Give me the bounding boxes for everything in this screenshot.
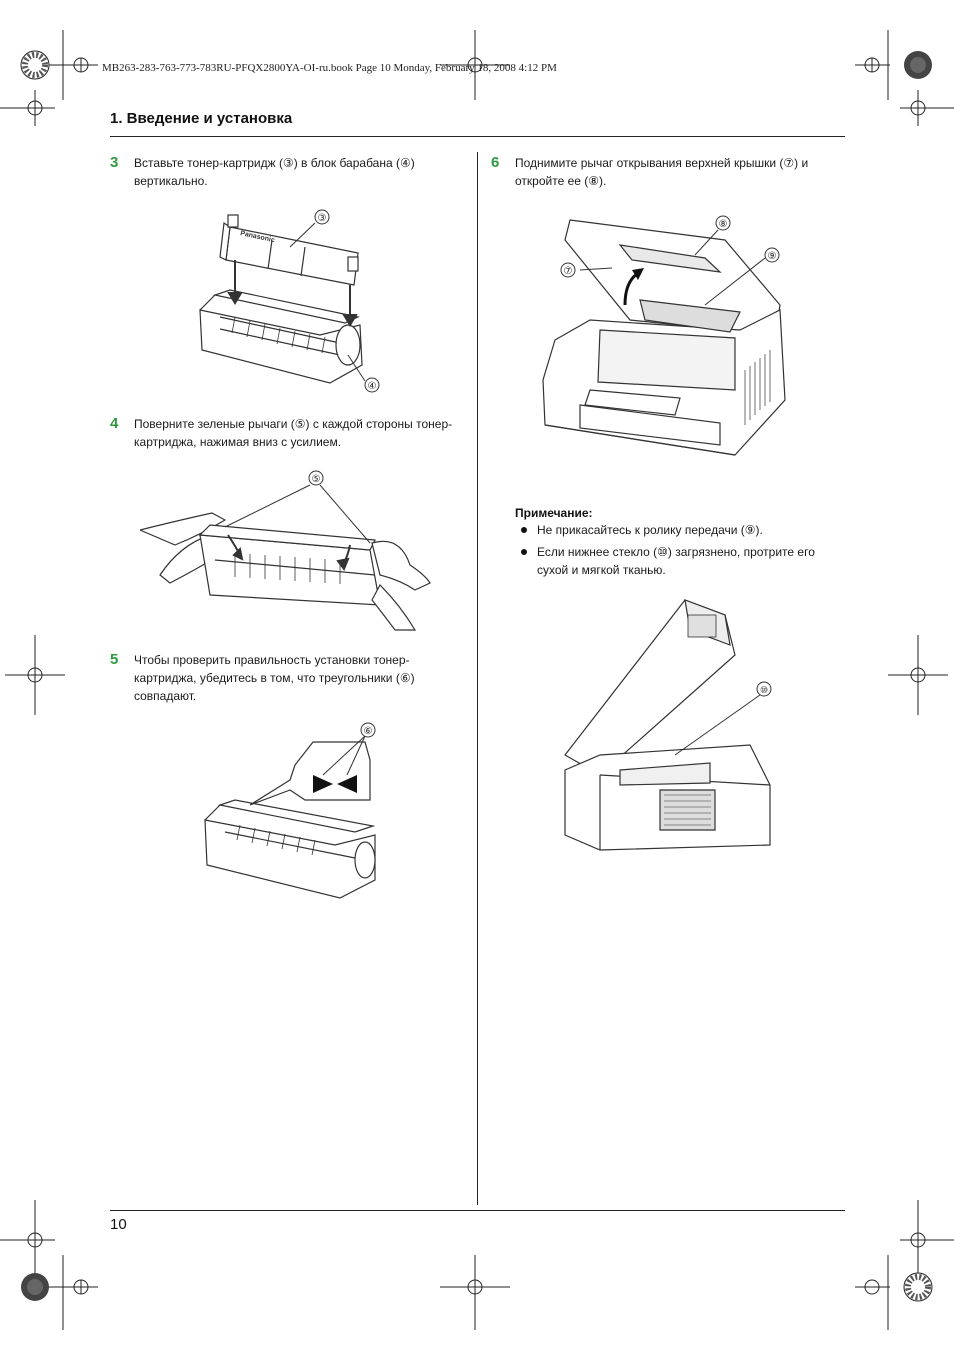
- illustration-green-levers: ⑤: [140, 470, 431, 631]
- color-target-icon: [21, 1273, 49, 1301]
- crosshair-icon: [855, 30, 890, 100]
- section-title: 1. Введение и установка: [110, 110, 293, 127]
- step-line: Поверните зеленые рычаги (⑤) с каждой ст…: [134, 417, 453, 431]
- step-text: Чтобы проверить правильность установки т…: [134, 651, 474, 705]
- step-text: Поверните зеленые рычаги (⑤) с каждой ст…: [134, 415, 479, 451]
- crosshair-icon: [440, 30, 510, 100]
- callout-7: ⑦: [564, 266, 573, 277]
- step-line: картриджа, нажимая вниз с усилием.: [134, 435, 342, 449]
- callout-3: ③: [318, 213, 327, 224]
- step-number: 3: [110, 154, 119, 171]
- callout-9: ⑨: [768, 251, 777, 262]
- step-line: Поднимите рычаг открывания верхней крышк…: [515, 156, 809, 170]
- crosshair-icon: [900, 1200, 954, 1280]
- step-line: откройте ее (⑧).: [515, 174, 607, 188]
- step-line: Чтобы проверить правильность установки т…: [134, 653, 410, 667]
- note-line: сухой и мягкой тканью.: [537, 563, 666, 577]
- step-number: 4: [110, 415, 119, 432]
- book-line: MB263-283-763-773-783RU-PFQX2800YA-OI-ru…: [102, 62, 557, 74]
- footer-rule: [110, 1210, 845, 1211]
- step-line: Вставьте тонер-картридж (③) в блок бараб…: [134, 156, 415, 170]
- color-target-icon: [903, 1272, 933, 1302]
- callout-10: ⑩: [760, 685, 768, 695]
- crosshair-icon: [0, 90, 55, 126]
- step-text: Поднимите рычаг открывания верхней крышк…: [515, 154, 845, 190]
- color-target-icon: [904, 51, 932, 79]
- callout-4: ④: [368, 381, 377, 392]
- crosshair-icon: [5, 635, 65, 715]
- callout-8: ⑧: [719, 219, 728, 230]
- illustration-open-top-cover: ⑦ ⑧ ⑨: [542, 215, 786, 456]
- step-line: вертикально.: [134, 174, 208, 188]
- step-text: Вставьте тонер-картридж (③) в блок бараб…: [134, 154, 474, 190]
- crosshair-icon: [0, 1200, 55, 1280]
- illustration-cartridge-insert: Panasonic ③ ④: [199, 209, 380, 393]
- callout-6: ⑥: [364, 726, 373, 737]
- illustration-lower-glass: ⑩: [564, 599, 772, 851]
- bullet-icon: [521, 549, 527, 555]
- note-line: Не прикасайтесь к ролику передачи (⑨).: [537, 523, 763, 537]
- color-target-icon: [20, 50, 50, 80]
- step-number: 5: [110, 651, 119, 668]
- bullet-icon: [521, 527, 527, 533]
- note-line: Если нижнее стекло (⑩) загрязнено, протр…: [537, 545, 815, 559]
- step-line: совпадают.: [134, 689, 197, 703]
- step-line: картриджа, убедитесь в том, что треуголь…: [134, 671, 415, 685]
- column-divider: [477, 152, 478, 1205]
- callout-5: ⑤: [312, 474, 321, 485]
- illustration-triangles-aligned: ⑥: [204, 722, 376, 899]
- crosshair-icon: [900, 90, 954, 126]
- step-number: 6: [491, 154, 500, 171]
- note-item: Если нижнее стекло (⑩) загрязнено, протр…: [515, 543, 867, 579]
- header-rule: [110, 136, 845, 137]
- note-title: Примечание:: [515, 506, 593, 520]
- page-number: 10: [110, 1216, 127, 1233]
- crosshair-icon: [45, 1255, 98, 1330]
- crosshair-icon: [888, 635, 948, 715]
- crosshair-icon: [855, 1255, 890, 1330]
- note-item: Не прикасайтесь к ролику передачи (⑨).: [515, 521, 867, 539]
- crosshair-icon: [440, 1255, 510, 1330]
